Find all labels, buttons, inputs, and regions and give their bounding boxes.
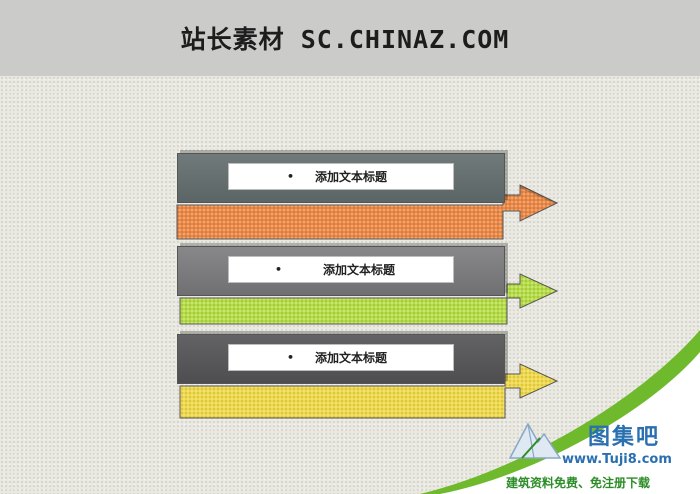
watermark: 图集吧 www.Tuji8.com 建筑资料免费、免注册下载 — [492, 412, 700, 494]
bullet: • — [287, 170, 295, 183]
arrow-bar-green — [179, 273, 559, 325]
page-title: 站长素材 SC.CHINAZ.COM — [180, 25, 510, 54]
tuji8-logo-icon — [508, 422, 562, 459]
list-item: • 添加文本标题 — [175, 334, 565, 424]
item-label: 添加文本标题 — [323, 263, 396, 277]
watermark-name: 图集吧 — [588, 425, 661, 450]
watermark-tagline: 建筑资料免费、免注册下载 — [506, 476, 651, 490]
watermark-url[interactable]: www.Tuji8.com — [562, 452, 672, 467]
header-banner: 站长素材 SC.CHINAZ.COM — [0, 0, 700, 76]
item-label: 添加文本标题 — [315, 351, 388, 365]
list-item: • 添加文本标题 — [175, 153, 565, 245]
item-label: 添加文本标题 — [315, 170, 388, 184]
arrow-bar-yellow — [179, 363, 559, 419]
item-title-bar: • 添加文本标题 — [177, 246, 505, 296]
text-box[interactable]: • 添加文本标题 — [228, 256, 454, 283]
list-item: • 添加文本标题 — [175, 246, 565, 328]
text-box[interactable]: • 添加文本标题 — [228, 163, 454, 190]
bullet: • — [287, 351, 295, 364]
item-title-bar: • 添加文本标题 — [177, 153, 505, 203]
item-title-bar: • 添加文本标题 — [177, 334, 505, 384]
text-box[interactable]: • 添加文本标题 — [228, 344, 454, 371]
bullet: • — [275, 263, 283, 276]
